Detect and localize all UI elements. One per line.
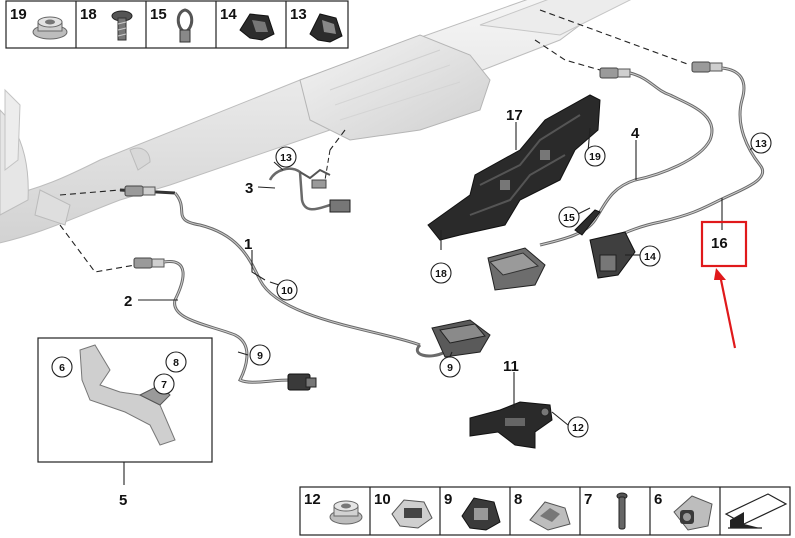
circle-12: 12 — [567, 416, 589, 438]
cable-holder-icon — [461, 497, 501, 531]
top-cell-2-number: 18 — [80, 6, 97, 23]
cable-clip-icon — [673, 495, 713, 531]
circle-10: 10 — [276, 279, 298, 301]
bracket-11 — [469, 401, 553, 449]
detail-box-5 — [37, 337, 213, 463]
svg-text:13: 13 — [280, 152, 292, 164]
circle-19: 19 — [584, 145, 606, 167]
cable-holder-icon — [391, 499, 433, 529]
screw-icon — [111, 10, 133, 41]
oxygen-sensor-3 — [268, 149, 351, 213]
bottom-cell-6-number: 6 — [654, 491, 662, 508]
circle-15: 15 — [558, 206, 580, 228]
cable-clip-icon — [239, 13, 275, 41]
rivet-icon — [616, 492, 628, 530]
bottom-cell-5-number: 7 — [584, 491, 592, 508]
svg-text:7: 7 — [161, 379, 167, 391]
bottom-parts-strip: 12 10 9 8 7 6 — [299, 486, 791, 536]
bottom-cell-3-number: 9 — [444, 491, 452, 508]
spring-clip-icon — [176, 8, 194, 43]
dashed-leaders — [59, 9, 691, 273]
circle-6: 6 — [51, 356, 73, 378]
svg-text:8: 8 — [173, 357, 179, 369]
callout-2: 2 — [124, 293, 132, 310]
svg-text:10: 10 — [281, 285, 293, 297]
highlight-16 — [700, 220, 748, 349]
svg-text:19: 19 — [589, 151, 601, 163]
svg-text:9: 9 — [257, 350, 263, 362]
top-cell-1-number: 19 — [10, 6, 27, 23]
svg-text:9: 9 — [447, 362, 453, 374]
circle-9-connector: 9 — [439, 356, 461, 378]
arrow-corner-icon — [724, 493, 788, 529]
callouts: 1 2 3 4 5 11 16 17 — [119, 107, 728, 509]
callout-11: 11 — [503, 358, 519, 375]
callout-17: 17 — [506, 107, 523, 124]
bottom-cell-2-number: 10 — [374, 491, 391, 508]
callout-1: 1 — [244, 236, 252, 253]
oxygen-sensor-16 — [589, 61, 764, 279]
svg-text:12: 12 — [572, 422, 584, 434]
top-cell-4-number: 14 — [220, 6, 237, 23]
oxygen-sensor-1 — [119, 185, 421, 347]
oxygen-sensor-4 — [539, 67, 714, 247]
oxygen-sensor-2 — [133, 257, 317, 391]
bracket-17 — [427, 94, 601, 241]
svg-text:6: 6 — [59, 362, 65, 374]
callout-5: 5 — [119, 492, 127, 509]
svg-text:18: 18 — [435, 268, 447, 280]
callout-3: 3 — [245, 180, 253, 197]
circle-7: 7 — [153, 373, 175, 395]
bottom-cell-4-number: 8 — [514, 491, 522, 508]
circle-8: 8 — [165, 351, 187, 373]
circle-18: 18 — [430, 262, 452, 284]
control-unit — [487, 209, 601, 291]
circle-13-right: 13 — [750, 132, 772, 154]
svg-text:14: 14 — [644, 251, 656, 263]
callout-16: 16 — [711, 235, 728, 252]
cable-clip-icon — [309, 13, 343, 43]
top-parts-strip: 19 18 15 14 13 — [5, 0, 349, 49]
top-cell-3-number: 15 — [150, 6, 167, 23]
nut-flange-icon — [32, 16, 68, 40]
nut-flange-icon — [329, 500, 363, 525]
circle-9-left: 9 — [249, 344, 271, 366]
bottom-cell-1-number: 12 — [304, 491, 321, 508]
circle-callouts: 13 19 13 15 14 18 10 9 9 12 6 8 7 — [51, 132, 772, 438]
connector-9 — [416, 319, 491, 358]
svg-text:15: 15 — [563, 212, 575, 224]
exhaust-pipe — [0, 0, 632, 244]
circle-13-probe3: 13 — [275, 146, 297, 168]
top-cell-5-number: 13 — [290, 6, 307, 23]
circle-14: 14 — [639, 245, 661, 267]
leader-lines — [123, 122, 759, 485]
svg-text:13: 13 — [755, 138, 767, 150]
callout-4: 4 — [631, 125, 640, 142]
clip-icon — [529, 501, 571, 531]
